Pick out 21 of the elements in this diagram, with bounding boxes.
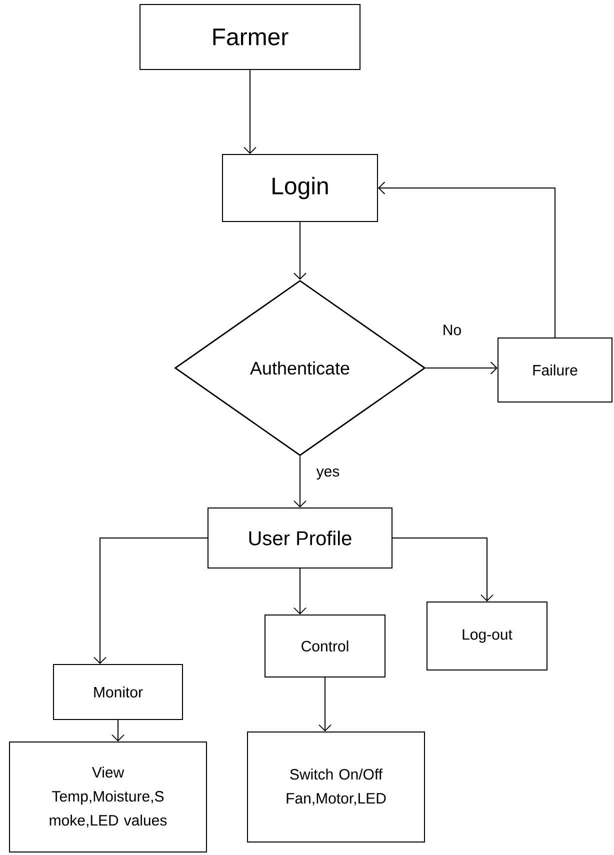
process-box: Control xyxy=(264,614,386,678)
arrow xyxy=(94,538,208,664)
process-box: Monitor xyxy=(53,664,183,720)
process-box: Switch On/Off Fan,Motor,LED xyxy=(247,732,425,842)
arrow xyxy=(244,70,256,154)
edge-label: yes xyxy=(315,467,341,481)
arrow xyxy=(294,456,306,508)
edge-label: No xyxy=(441,324,463,336)
process-box: View Temp,Moisture,S moke,LED values xyxy=(9,742,207,852)
process-box: Login xyxy=(222,154,378,222)
process-box: Log-out xyxy=(426,602,548,670)
arrow xyxy=(112,720,124,742)
arrow xyxy=(378,182,556,338)
arrow xyxy=(294,222,306,280)
arrow xyxy=(294,568,306,614)
arrow xyxy=(425,362,498,374)
arrow xyxy=(392,538,494,602)
process-box: Failure xyxy=(498,338,612,402)
process-box: User Profile xyxy=(208,508,392,568)
process-box: Farmer xyxy=(140,4,360,70)
arrow xyxy=(318,677,332,732)
